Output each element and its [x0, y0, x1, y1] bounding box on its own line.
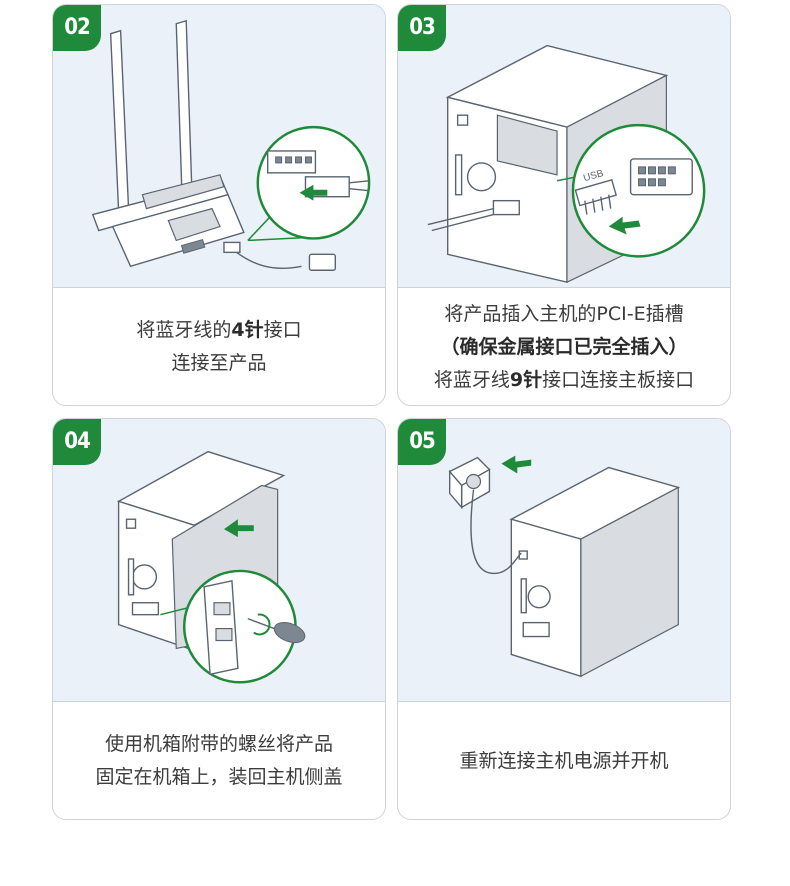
caption-line: 将产品插入主机的PCI-E插槽	[444, 302, 684, 325]
screw-fix-illustration	[116, 450, 306, 684]
step-caption: 将蓝牙线的4针接口 连接至产品	[53, 287, 385, 405]
step-caption: 使用机箱附带的螺丝将产品 固定在机箱上，装回主机侧盖	[53, 701, 385, 819]
step-card-03: 03 USB	[397, 4, 731, 406]
caption-line: 将蓝牙线的4针接口	[136, 319, 302, 341]
step-illustration	[398, 419, 730, 702]
caption-line: 将蓝牙线9针接口连接主板接口	[433, 368, 695, 391]
step-number-badge: 04	[53, 419, 101, 465]
wifi-card-install-illustration	[91, 19, 371, 271]
caption-line: 使用机箱附带的螺丝将产品	[104, 733, 333, 755]
step-illustration	[53, 419, 385, 702]
step-illustration	[53, 5, 385, 288]
caption-line: 固定在机箱上，装回主机侧盖	[95, 766, 343, 788]
step-number-badge: 03	[398, 5, 446, 51]
step-number-badge: 02	[53, 5, 101, 51]
step-caption: 将产品插入主机的PCI-E插槽 （确保金属接口已完全插入） 将蓝牙线9针接口连接…	[398, 287, 730, 405]
step-card-02: 02	[52, 4, 386, 406]
antenna-icon	[109, 19, 193, 212]
caption-line: 重新连接主机电源并开机	[459, 749, 669, 772]
power-on-illustration	[448, 455, 681, 678]
step-number-badge: 05	[398, 419, 446, 465]
step-caption: 重新连接主机电源并开机	[398, 701, 730, 819]
caption-line: （确保金属接口已完全插入）	[440, 335, 688, 358]
pcie-insert-illustration: USB	[427, 44, 706, 284]
step-illustration: USB	[398, 5, 730, 288]
step-card-05: 05 重新连接主机电源并开机	[397, 418, 731, 820]
caption-line: 连接至产品	[171, 352, 267, 374]
usb-label: USB	[582, 168, 605, 184]
step-card-04: 04 使用机箱附带的螺丝将产品 固定在机箱上，装回主机侧盖	[52, 418, 386, 820]
